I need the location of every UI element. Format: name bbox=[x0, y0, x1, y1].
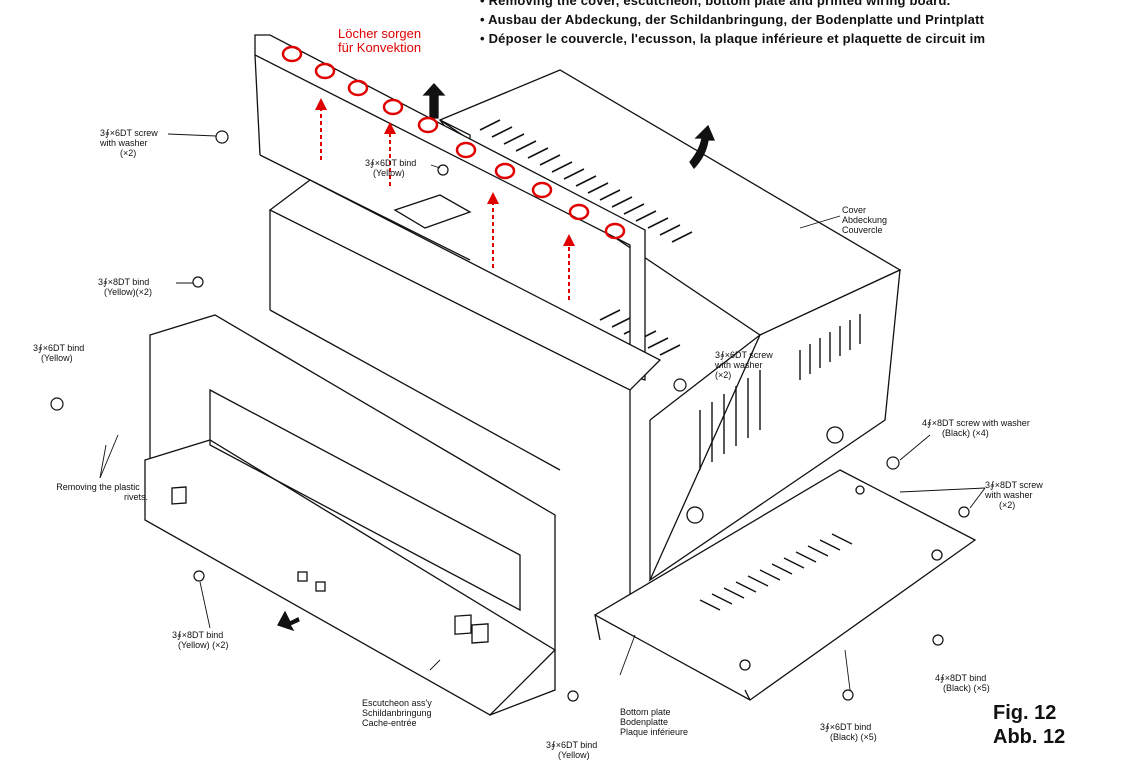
chassis-frame bbox=[268, 179, 662, 600]
label-escutcheon: Escutcheon ass'y Schildanbringung Cache-… bbox=[362, 698, 432, 728]
label-line: 4∮×8DT screw with washer bbox=[922, 418, 1030, 428]
vent-hole-marker bbox=[281, 45, 303, 63]
label-line: Cache-entrée bbox=[362, 718, 417, 728]
label-line: (Black) (×5) bbox=[830, 732, 877, 742]
label-line: 3∮×6DT screw bbox=[715, 350, 773, 360]
label-line: 3∮×8DT screw bbox=[985, 480, 1043, 490]
vent-hole-marker bbox=[455, 141, 477, 159]
label-bind-black-8dt: 4∮×8DT bind (Black) (×5) bbox=[935, 673, 990, 693]
label-line: Bottom plate bbox=[620, 707, 671, 717]
label-bottom-plate: Bottom plate Bodenplatte Plaque inférieu… bbox=[620, 707, 688, 737]
label-line: 4∮×8DT bind bbox=[935, 673, 987, 683]
label-line: (Yellow) bbox=[373, 168, 405, 178]
label-line: (Black) (×4) bbox=[942, 428, 989, 438]
label-screw-washer-mid: 3∮×6DT screw with washer (×2) bbox=[715, 350, 773, 380]
figure-number-de: Abb. 12 bbox=[993, 726, 1066, 748]
label-line: 3∮×6DT bind bbox=[365, 158, 417, 168]
label-line: (Yellow) bbox=[558, 750, 590, 760]
label-screw-black-x4: 4∮×8DT screw with washer (Black) (×4) bbox=[922, 418, 1030, 438]
vent-hole-marker bbox=[382, 98, 404, 116]
label-line: with washer bbox=[985, 490, 1033, 500]
label-screw-washer-top: 3∮×6DT screw with washer (×2) bbox=[100, 128, 158, 158]
convection-note-line-2: für Konvektion bbox=[338, 40, 422, 55]
label-line: Abdeckung bbox=[842, 215, 888, 225]
label-bind-8dt-bottom: 3∮×8DT bind (Yellow) (×2) bbox=[172, 630, 228, 650]
label-line: 3∮×6DT screw bbox=[100, 128, 158, 138]
label-line: (Yellow)(×2) bbox=[104, 287, 152, 297]
label-bind-yellow-center: 3∮×6DT bind (Yellow) bbox=[365, 158, 416, 178]
vent-hole-marker bbox=[417, 116, 439, 134]
label-line: (Black) (×5) bbox=[943, 683, 990, 693]
movement-arrows bbox=[277, 83, 715, 632]
label-line: (×2) bbox=[999, 500, 1016, 510]
label-line: 3∮×6DT bind bbox=[546, 740, 598, 750]
header-line-2: • Ausbau der Abdeckung, der Schildanbrin… bbox=[480, 12, 985, 27]
convection-annotation bbox=[281, 45, 626, 300]
label-line: (Yellow) bbox=[41, 353, 73, 363]
label-line: 3∮×8DT bind bbox=[172, 630, 224, 640]
label-line: Escutcheon ass'y bbox=[362, 698, 432, 708]
label-bind-6dt-bottom: 3∮×6DT bind (Yellow) bbox=[546, 740, 597, 760]
vent-hole-marker bbox=[604, 222, 626, 240]
vent-hole-marker bbox=[314, 62, 336, 80]
label-cover: Cover Abdeckung Couvercle bbox=[842, 205, 887, 235]
label-line: rivets. bbox=[124, 492, 149, 502]
label-line: Plaque inférieure bbox=[620, 727, 689, 737]
vent-hole-marker bbox=[531, 181, 553, 199]
cover-part bbox=[438, 69, 902, 582]
label-line: 3∮×6DT bind bbox=[33, 343, 85, 353]
vent-hole-marker bbox=[347, 79, 369, 97]
escutcheon-part bbox=[144, 314, 557, 716]
label-removing-rivets: Removing the plastic rivets. bbox=[48, 482, 148, 502]
label-line: Schildanbringung bbox=[362, 708, 432, 718]
label-bind-6dt-left: 3∮×6DT bind (Yellow) bbox=[33, 343, 84, 363]
cover-hole bbox=[826, 426, 844, 444]
screws bbox=[50, 130, 970, 702]
figure-number-en: Fig. 12 bbox=[993, 702, 1057, 724]
label-line: 3∮×8DT bind bbox=[98, 277, 150, 287]
figure-number: Fig. 12 Abb. 12 bbox=[993, 701, 1065, 749]
label-screw-washer-right: 3∮×8DT screw with washer (×2) bbox=[985, 480, 1043, 510]
bottom-plate-vents bbox=[699, 533, 853, 611]
label-bind-black-6dt: 3∮×6DT bind (Black) (×5) bbox=[820, 722, 877, 742]
bottom-plate-part bbox=[593, 469, 977, 701]
label-line: (Yellow) (×2) bbox=[178, 640, 229, 650]
side-vents bbox=[699, 314, 861, 470]
label-line: 3∮×6DT bind bbox=[820, 722, 872, 732]
label-line: with washer bbox=[715, 360, 763, 370]
convection-note-line-1: Löcher sorgen bbox=[338, 26, 422, 41]
vent-hole-marker bbox=[494, 162, 516, 180]
cover-hole bbox=[686, 506, 704, 524]
label-line: Bodenplatte bbox=[620, 717, 669, 727]
label-line: (×2) bbox=[120, 148, 137, 158]
leader-lines bbox=[99, 133, 986, 691]
label-line: with washer bbox=[100, 138, 148, 148]
header-line-1: • Removing the cover, escutcheon, bottom… bbox=[480, 0, 951, 8]
label-line: (×2) bbox=[715, 370, 732, 380]
label-line: Removing the plastic bbox=[56, 482, 140, 492]
header-line-3: • Déposer le couvercle, l'ecusson, la pl… bbox=[480, 31, 986, 46]
label-line: Couvercle bbox=[842, 225, 883, 235]
convection-note: Löcher sorgen für Konvektion bbox=[338, 27, 421, 55]
label-bind-8dt-left: 3∮×8DT bind (Yellow)(×2) bbox=[98, 277, 152, 297]
label-line: Cover bbox=[842, 205, 867, 215]
vent-hole-marker bbox=[568, 203, 590, 221]
